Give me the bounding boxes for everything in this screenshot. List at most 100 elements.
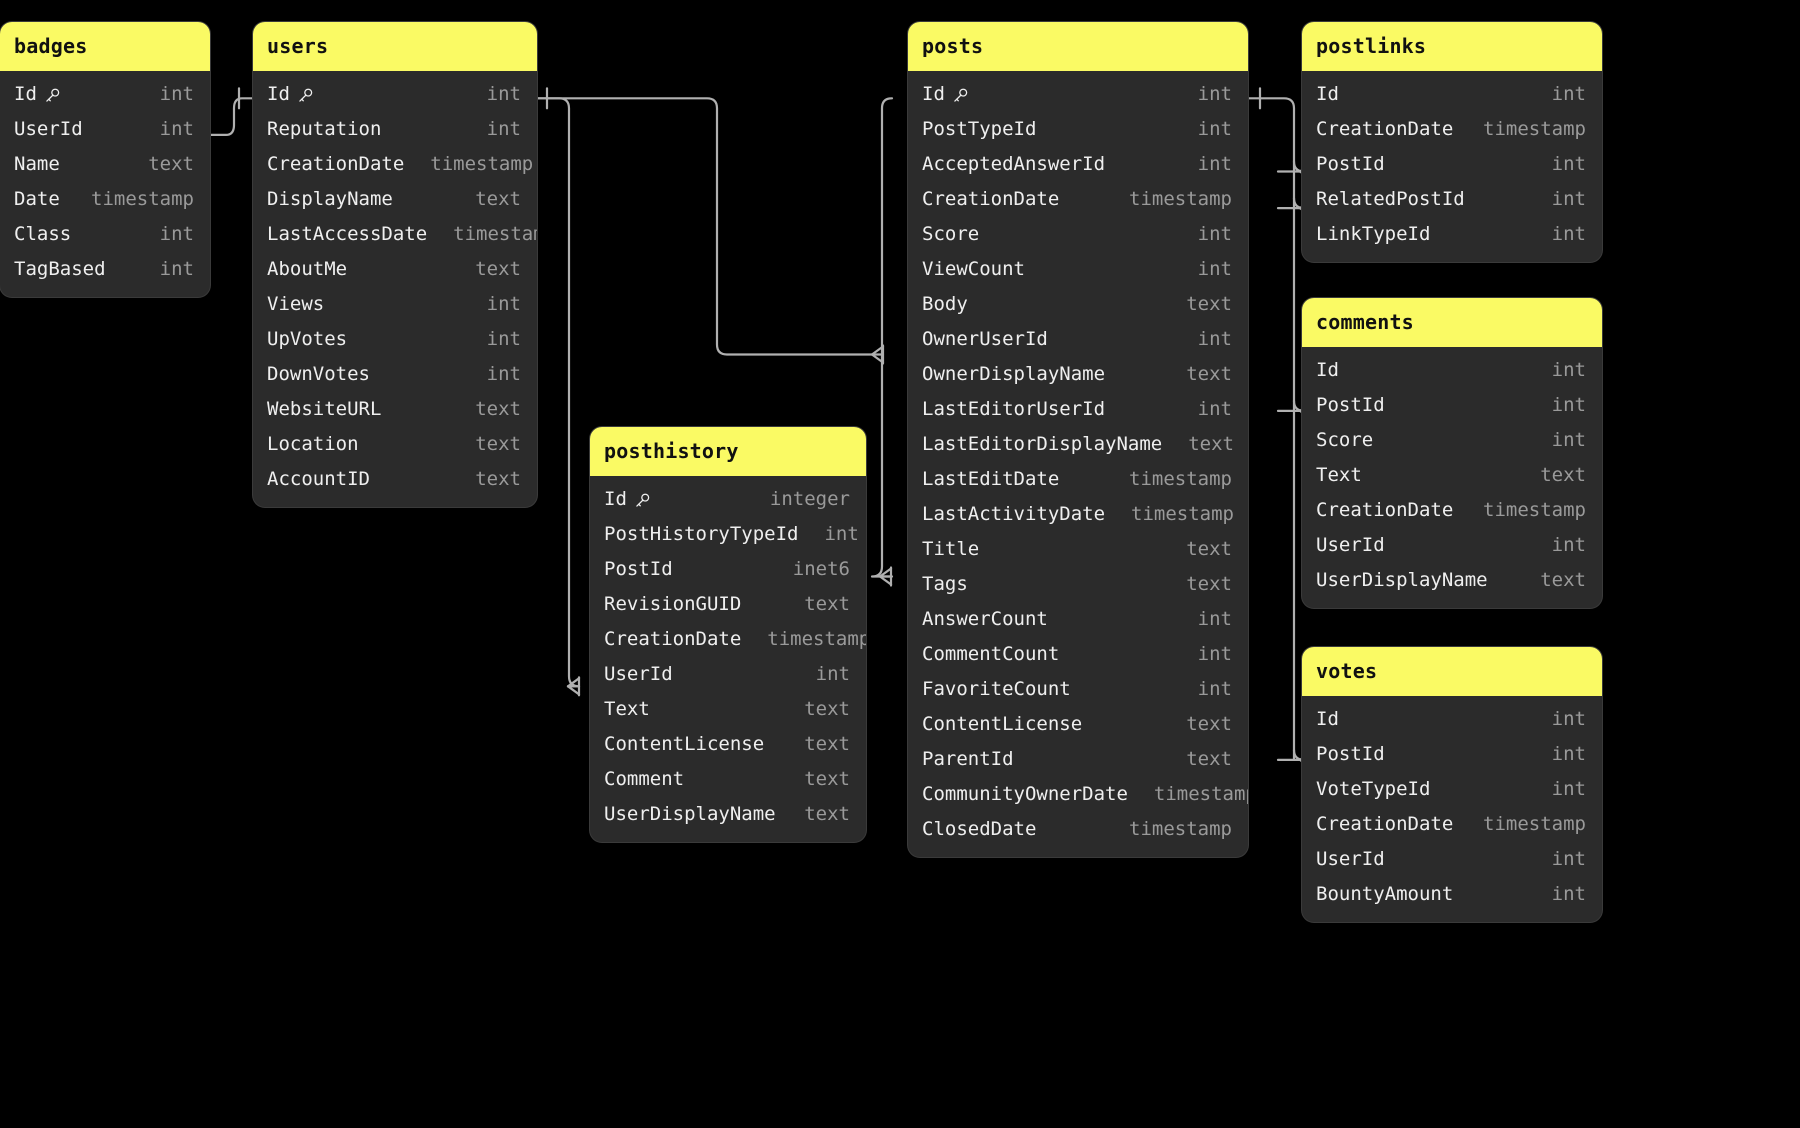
column-name: PostId	[604, 558, 673, 580]
key-icon	[297, 87, 314, 104]
column-type: int	[1551, 848, 1586, 870]
column-type: int	[486, 328, 521, 350]
column-type: text	[1186, 538, 1232, 560]
column-name: LastEditDate	[922, 468, 1060, 490]
column-name: ContentLicense	[604, 733, 765, 755]
column-type: int	[1551, 743, 1586, 765]
column-type: int	[159, 83, 194, 105]
column-type: text	[1186, 293, 1232, 315]
column-row[interactable]: PostId inet6	[590, 552, 866, 587]
column-row[interactable]: LastAccessDatetimestamp	[253, 217, 537, 252]
column-row[interactable]: BountyAmount int	[1302, 877, 1602, 912]
column-type: int	[1197, 83, 1232, 105]
column-type: text	[804, 593, 850, 615]
column-type: text	[804, 803, 850, 825]
table-title-votes: votes	[1302, 647, 1602, 696]
column-type: int	[1551, 883, 1586, 905]
column-name: PostHistoryTypeId	[604, 523, 799, 545]
column-name: FavoriteCount	[922, 678, 1071, 700]
column-type: timestamp	[1129, 188, 1232, 210]
column-name: BountyAmount	[1316, 883, 1454, 905]
column-type: inet6	[792, 558, 850, 580]
column-name: Score	[922, 223, 980, 245]
column-type: timestamp	[453, 223, 537, 245]
column-type: text	[1188, 433, 1234, 455]
